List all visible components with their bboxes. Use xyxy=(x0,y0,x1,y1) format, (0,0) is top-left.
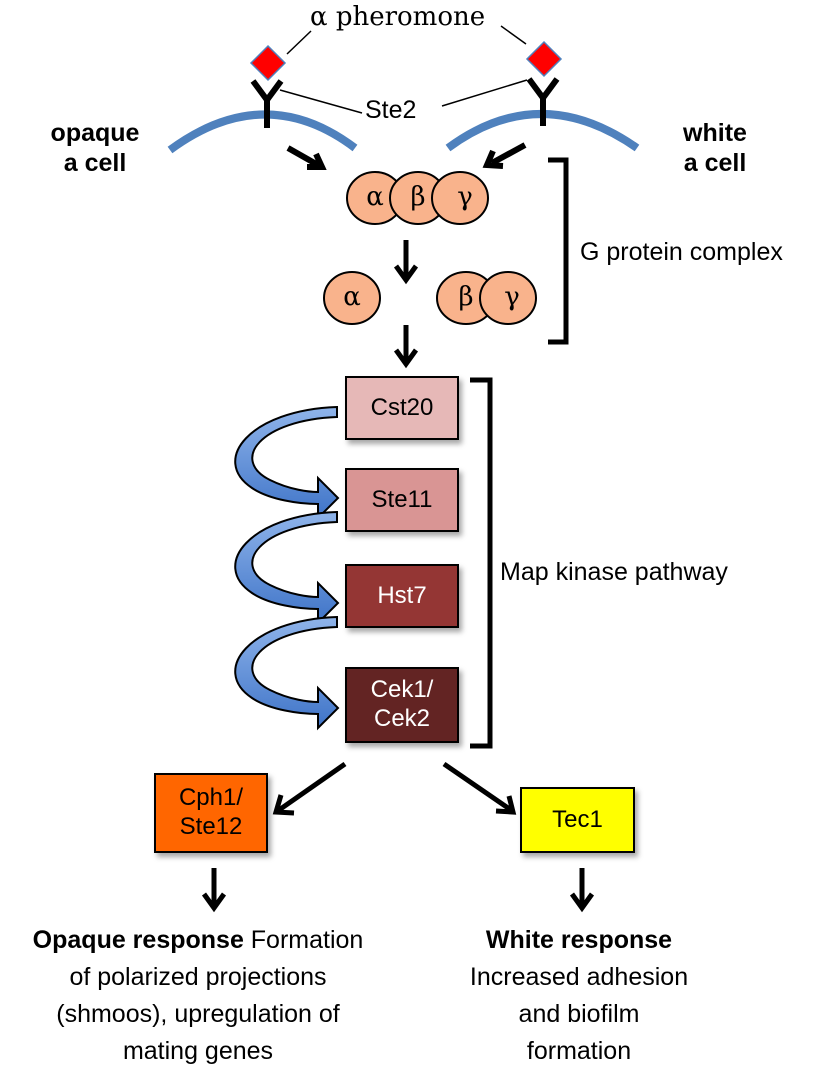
kinase-box-cek: Cek1/ Cek2 xyxy=(345,667,459,743)
g-alpha-free-label: α xyxy=(343,282,361,312)
white-cell-label-line1: white xyxy=(683,119,747,147)
tf-box-cph1-ste12: Cph1/ Ste12 xyxy=(154,773,268,853)
white-response-line4: formation xyxy=(526,1037,632,1065)
kinase-box-ste11: Ste11 xyxy=(345,468,459,532)
arrow-to-white-response xyxy=(569,868,595,913)
pheromone-diamond-left xyxy=(249,44,287,82)
kinase-label-cek-line2: Cek2 xyxy=(373,705,431,732)
kinase-arrow-3 xyxy=(234,615,340,731)
arrow-to-cst20 xyxy=(393,325,419,369)
map-kinase-bracket xyxy=(470,377,493,749)
g-protein-bracket xyxy=(548,157,569,345)
g-protein-trimer xyxy=(346,171,489,225)
ste2-callout-right xyxy=(441,79,528,107)
arrow-opaque-to-gprotein xyxy=(286,145,327,170)
pheromone-label: α pheromone xyxy=(310,2,485,33)
opaque-cell-label-line2: a cell xyxy=(63,149,127,177)
arrow-to-cph1 xyxy=(272,761,347,816)
ste2-receptor-right xyxy=(526,77,560,126)
kinase-label-cst20: Cst20 xyxy=(370,393,434,421)
g-alpha-label: α xyxy=(366,182,384,212)
g-protein-dissociated xyxy=(323,271,537,325)
g-beta-free-label: β xyxy=(458,282,474,312)
kinase-label-ste11: Ste11 xyxy=(371,485,433,513)
tf-label-cph1-line1: Cph1/ xyxy=(178,784,244,812)
white-response-text: White response Increased adhesion and bi… xyxy=(448,922,710,1070)
g-gamma-subunit xyxy=(431,171,489,225)
pheromone-callout-left xyxy=(286,30,312,55)
opaque-cell-membrane xyxy=(167,110,358,154)
arrow-to-tec1 xyxy=(442,761,517,815)
kinase-box-hst7: Hst7 xyxy=(345,564,459,628)
white-response-line3: and biofilm xyxy=(518,1000,640,1028)
white-response-title: White response xyxy=(485,926,673,954)
arrow-to-opaque-response xyxy=(201,868,227,913)
opaque-response-title: Opaque response xyxy=(32,926,244,954)
opaque-response-line1: Opaque response Formation xyxy=(0,922,396,959)
g-gamma-label: γ xyxy=(457,182,473,212)
opaque-response-line1-rest: Formation xyxy=(243,926,364,954)
g-beta-label: β xyxy=(410,182,426,212)
g-alpha-free xyxy=(323,271,381,325)
ste2-label: Ste2 xyxy=(365,96,417,124)
opaque-response-line3: (shmoos), upregulation of xyxy=(56,1000,340,1028)
opaque-response-line2: of polarized projections xyxy=(69,963,327,991)
map-kinase-pathway-label: Map kinase pathway xyxy=(500,558,728,586)
pheromone-label-text: α pheromone xyxy=(310,2,486,32)
ste2-callout-left xyxy=(279,89,363,114)
kinase-arrow-2 xyxy=(234,510,340,626)
pheromone-diamond-right xyxy=(525,40,563,78)
arrow-white-to-gprotein xyxy=(482,142,527,169)
pheromone-callout-right xyxy=(500,25,527,45)
kinase-box-cst20: Cst20 xyxy=(345,376,459,440)
white-cell-label: white a cell xyxy=(655,118,775,178)
g-protein-complex-label: G protein complex xyxy=(580,238,783,266)
opaque-cell-label: opaque a cell xyxy=(30,118,160,178)
kinase-arrow-1 xyxy=(234,405,340,521)
white-response-line2: Increased adhesion xyxy=(469,963,689,991)
g-gamma-free-label: γ xyxy=(504,282,520,312)
kinase-label-cek-line1: Cek1/ xyxy=(370,676,434,704)
opaque-response-text: Opaque response Formation of polarized p… xyxy=(0,922,396,1070)
tf-box-tec1: Tec1 xyxy=(520,787,635,853)
opaque-cell-label-line1: opaque xyxy=(50,119,140,147)
arrow-dissociation xyxy=(393,240,419,285)
white-cell-label-line2: a cell xyxy=(683,149,747,177)
kinase-label-hst7: Hst7 xyxy=(377,581,427,609)
ste2-receptor-left xyxy=(250,79,284,128)
g-gamma-free xyxy=(479,271,537,325)
tf-label-cph1-line2: Ste12 xyxy=(179,813,243,840)
tf-label-tec1: Tec1 xyxy=(552,805,603,833)
opaque-response-line4: mating genes xyxy=(122,1037,274,1065)
